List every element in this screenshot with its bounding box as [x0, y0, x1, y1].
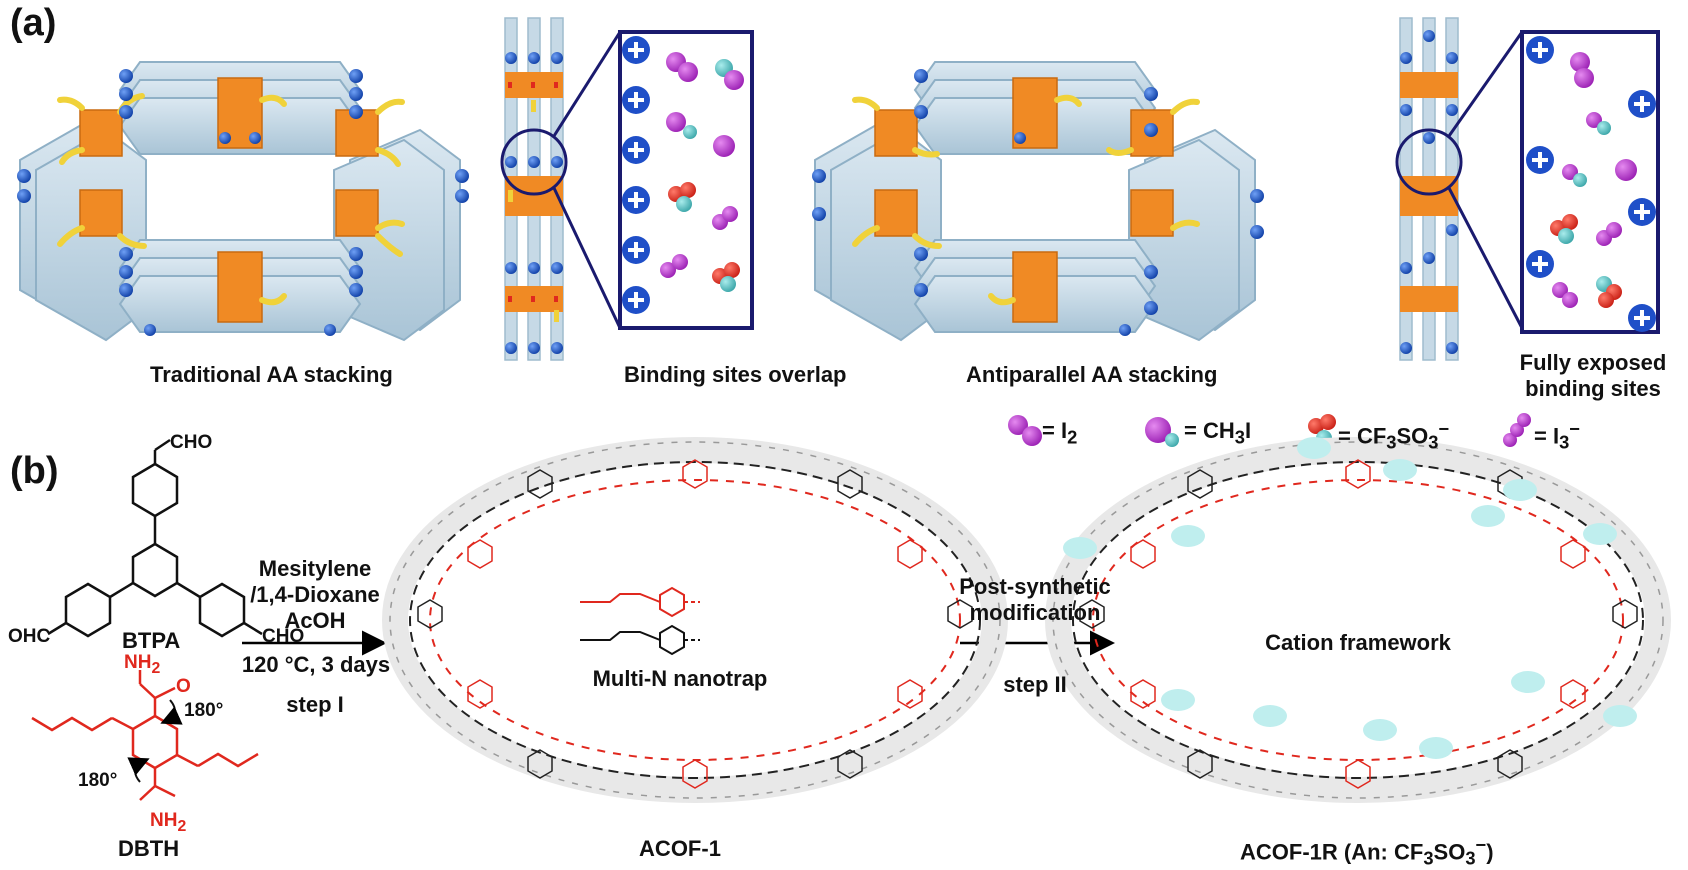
dbth-angle-top: 180°: [184, 700, 224, 721]
step-i-temp: 120 °C, 3 days: [241, 652, 391, 677]
legend-ch3i: = CH3I: [1184, 418, 1251, 448]
antiparallel-framework-illustration: [812, 61, 1264, 342]
step-i-label: step I: [286, 692, 344, 717]
traditional-framework-illustration: [17, 61, 469, 342]
legend-ch3i-tail: I: [1244, 418, 1252, 443]
legend-glyphs: [1008, 413, 1531, 447]
step-i-conditions: Mesitylene /1,4-Dioxane AcOH: [240, 556, 390, 634]
rotation-arrows: [127, 699, 183, 783]
legend-i2-sub: 2: [1067, 426, 1078, 448]
legend-ch3i-text: = CH: [1184, 418, 1235, 443]
legend-cf3so3-tail: SO: [1396, 423, 1429, 449]
btpa-cho-right: CHO: [262, 626, 305, 647]
step-ii-conditions: Post-synthetic modification: [950, 574, 1120, 626]
dbth-angle-bottom: 180°: [78, 770, 118, 791]
acof-1r-network: [1045, 437, 1671, 803]
iodine-molecule-icon: [1008, 415, 1042, 446]
step-ii-cond2: modification: [969, 600, 1101, 625]
dbth-structure: [31, 670, 259, 801]
dbth-nh2-bottom-sub: 2: [177, 817, 187, 835]
dbth-nh2-top-text: NH: [124, 652, 152, 673]
acof-1r-close: ): [1486, 839, 1494, 865]
exposed-inset-box: [1520, 30, 1660, 334]
overlap-column-strips: [500, 17, 622, 361]
acof-1r-mid: SO: [1433, 839, 1466, 865]
acof-1r-inner-label: Cation framework: [1265, 630, 1451, 655]
legend-cf3so3-text: = CF: [1338, 423, 1387, 449]
dbth-o-top: O: [176, 676, 191, 697]
exposed-column-strips: [1395, 17, 1524, 361]
cation-plus-icons: [622, 36, 650, 314]
step-ii-cond1: Post-synthetic: [959, 574, 1111, 599]
legend-i3-text: = I: [1534, 423, 1560, 449]
step-i-cond2: /1,4-Dioxane: [250, 582, 380, 607]
caption-fully-exposed-line1: Fully exposed: [1519, 350, 1667, 375]
dbth-name: DBTH: [118, 836, 180, 861]
legend-cf3so3: = CF3SO3−: [1338, 418, 1449, 454]
acof-1r-name-pre: ACOF-1R (An: CF: [1240, 839, 1424, 865]
acof-1-inner-label: Multi-N nanotrap: [592, 666, 768, 691]
step-ii-label: step II: [1003, 672, 1067, 697]
legend-i3: = I3−: [1534, 418, 1580, 454]
acof-1-name: ACOF-1: [639, 836, 721, 861]
legend-i2: = I2: [1042, 418, 1077, 448]
dbth-nh2-top: NH2: [124, 652, 160, 678]
acof-1r-name: ACOF-1R (An: CF3SO3−): [1240, 834, 1494, 870]
btpa-structure: [47, 438, 263, 638]
caption-antiparallel-aa-stacking: Antiparallel AA stacking: [966, 362, 1218, 387]
acof-1r-sub2: 3: [1465, 847, 1476, 869]
caption-fully-exposed: Fully exposed binding sites: [1508, 350, 1678, 402]
dbth-nh2-bottom: NH2: [150, 810, 186, 836]
legend-cf3so3-sup: −: [1438, 418, 1450, 439]
legend-cf3so3-sub2: 3: [1428, 431, 1439, 453]
panel-a-label: (a): [10, 2, 57, 44]
methyl-iodide-icon: [1145, 417, 1179, 447]
panel-b-label: (b): [10, 450, 59, 492]
acof-1-network: [382, 437, 1008, 803]
dbth-nh2-top-sub: 2: [151, 659, 161, 677]
legend-i3-sup: −: [1569, 418, 1580, 439]
guest-molecules: [660, 52, 744, 292]
btpa-name: BTPA: [122, 628, 181, 653]
acof-1r-sub1: 3: [1423, 847, 1434, 869]
caption-fully-exposed-line2: binding sites: [1525, 376, 1661, 401]
acof-1r-sup: −: [1475, 834, 1487, 855]
btpa-ohc-left: OHC: [8, 626, 51, 647]
dbth-nh2-bottom-text: NH: [150, 810, 178, 831]
legend-cf3so3-sub1: 3: [1386, 431, 1397, 453]
triiodide-icon: [1503, 413, 1531, 447]
legend-ch3i-sub: 3: [1234, 426, 1245, 448]
legend-i2-text: = I: [1042, 418, 1068, 443]
step-i-cond3: AcOH: [284, 608, 346, 633]
overlap-inset-box: [618, 30, 754, 330]
step-i-cond1: Mesitylene: [258, 556, 372, 581]
legend-i3-sub: 3: [1559, 431, 1570, 453]
btpa-cho-top: CHO: [170, 432, 213, 453]
caption-traditional-aa-stacking: Traditional AA stacking: [150, 362, 393, 387]
caption-binding-sites-overlap: Binding sites overlap: [624, 362, 847, 387]
